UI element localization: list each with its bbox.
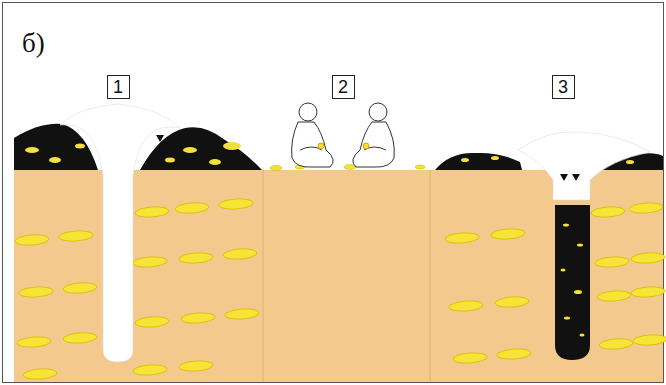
frame <box>3 3 664 383</box>
spoil-heap <box>435 153 522 170</box>
backfilled-shaft <box>555 205 590 360</box>
section-divider <box>263 170 264 382</box>
spoil-heap <box>140 127 262 170</box>
callout-number: 3 <box>558 78 568 96</box>
callout-number: 1 <box>113 78 123 96</box>
seated-figure <box>292 103 334 167</box>
shaft <box>60 104 180 362</box>
surface-ore <box>270 165 425 171</box>
callout-number: 2 <box>338 78 348 96</box>
callout-box: 3 <box>552 75 575 99</box>
pit-funnel <box>518 132 650 200</box>
callout-box: 2 <box>332 75 355 99</box>
marker-triangle <box>60 135 164 142</box>
callout-box: 1 <box>107 75 130 99</box>
seated-figure <box>353 103 395 167</box>
section-divider <box>430 170 431 382</box>
figure-label: б) <box>22 30 45 57</box>
ore-fragments <box>461 156 634 337</box>
marker-triangle <box>560 174 580 181</box>
